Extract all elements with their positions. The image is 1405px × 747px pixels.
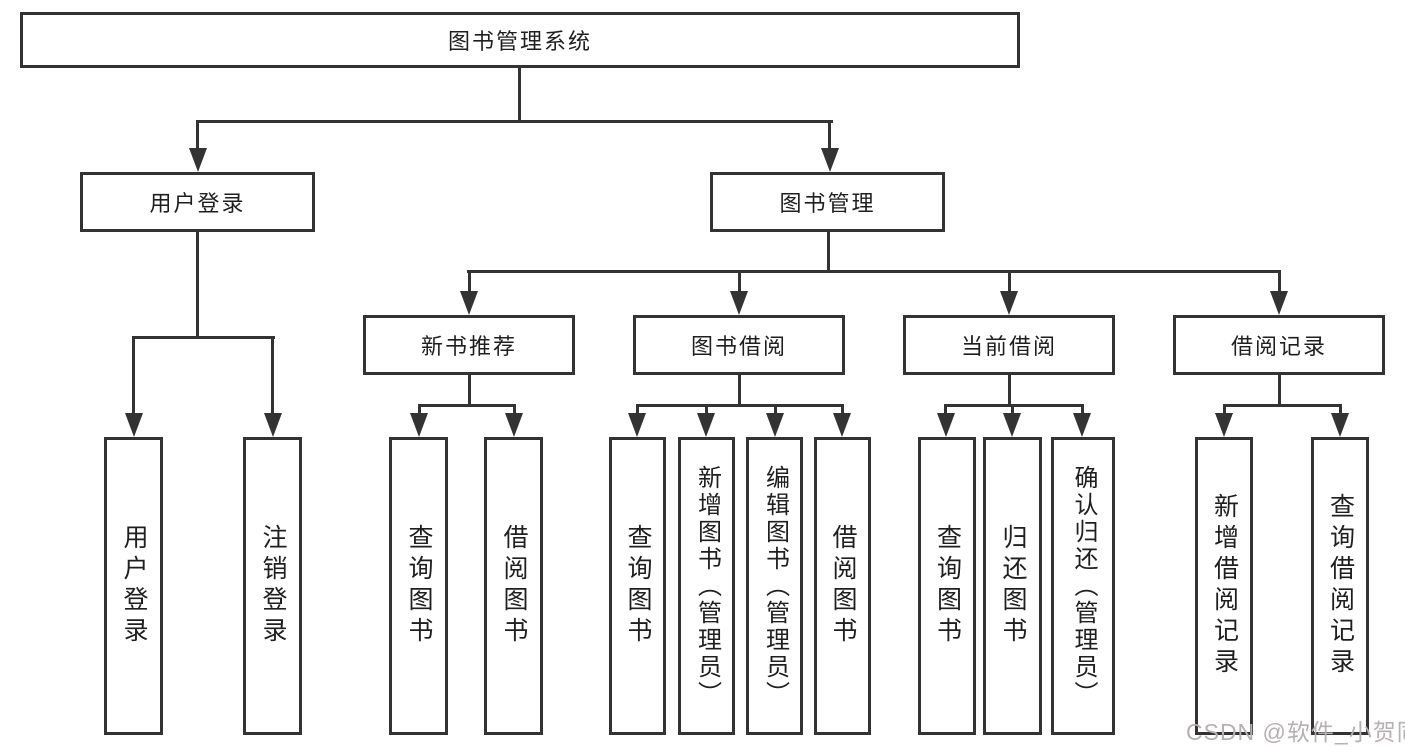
arrowhead-borrow-1 [628, 413, 646, 437]
node-current-borrow-label: 当前借阅 [960, 334, 1057, 359]
leaf-borrow-edit-books-admin-label: 编辑图书（管理员） [761, 464, 789, 708]
connector-current-stem [1008, 375, 1011, 407]
arrowhead-recommend [460, 291, 478, 315]
connector-drop-records-1 [1223, 404, 1226, 416]
connector-drop-recommend [468, 270, 471, 294]
connector-user-login-stem [196, 232, 199, 338]
connector-borrow-stem [738, 375, 741, 407]
leaf-recommend-borrow-books: 借阅图书 [484, 437, 543, 735]
connector-level3-rail [467, 270, 1281, 273]
leaf-borrow-borrow-books-label: 借阅图书 [829, 524, 857, 648]
leaf-current-query-books-label: 查询图书 [933, 524, 962, 648]
leaf-records-query-record: 查询借阅记录 [1311, 437, 1369, 735]
leaf-current-confirm-return-admin: 确认归还（管理员） [1051, 437, 1115, 735]
arrowhead-login-2 [264, 413, 282, 437]
node-user-login-label: 用户登录 [149, 191, 246, 216]
leaf-current-confirm-return-admin-label: 确认归还（管理员） [1070, 464, 1097, 708]
leaf-user-login-label: 用户登录 [120, 524, 148, 648]
connector-drop-current-2 [1011, 404, 1014, 416]
csdn-watermark: CSDN @软件_小贺同学 [1186, 719, 1405, 745]
arrowhead-records [1270, 291, 1288, 315]
connector-borrow-rail [636, 404, 844, 407]
connector-drop-borrow-3 [774, 404, 777, 416]
node-user-login: 用户登录 [80, 172, 315, 232]
leaf-records-add-record: 新增借阅记录 [1195, 437, 1253, 735]
leaf-user-login: 用户登录 [104, 437, 163, 735]
leaf-recommend-query-books: 查询图书 [389, 437, 448, 735]
leaf-current-return-books: 归还图书 [983, 437, 1042, 735]
leaf-logout-label: 注销登录 [259, 524, 287, 648]
node-root-label: 图书管理系统 [447, 29, 592, 54]
connector-drop-login-2 [271, 336, 274, 414]
arrowhead-user-login [189, 148, 207, 172]
connector-drop-login-1 [132, 336, 135, 414]
arrowhead-current-2 [1003, 413, 1021, 437]
node-book-mgmt-label: 图书管理 [779, 191, 876, 216]
connector-drop-records [1278, 270, 1281, 294]
connector-drop-borrow [738, 270, 741, 294]
arrowhead-records-1 [1215, 413, 1233, 437]
connector-book-mgmt-stem [827, 232, 830, 272]
connector-drop-records-2 [1339, 404, 1342, 416]
connector-root-stem [518, 68, 521, 122]
leaf-borrow-borrow-books: 借阅图书 [814, 437, 871, 735]
connector-drop-current-3 [1081, 404, 1084, 416]
connector-drop-user-login [196, 120, 199, 152]
node-book-mgmt: 图书管理 [710, 172, 945, 232]
leaf-records-add-record-label: 新增借阅记录 [1210, 493, 1239, 679]
leaf-borrow-query-books: 查询图书 [609, 437, 666, 735]
node-root-library-system: 图书管理系统 [20, 12, 1020, 68]
node-new-book-recommend-label: 新书推荐 [420, 334, 517, 359]
connector-drop-recommend-2 [513, 404, 516, 416]
node-borrow-records: 借阅记录 [1173, 315, 1385, 375]
arrowhead-current-3 [1073, 413, 1091, 437]
arrowhead-recommend-1 [410, 413, 428, 437]
connector-drop-borrow-1 [636, 404, 639, 416]
arrowhead-login-1 [125, 413, 143, 437]
connector-drop-recommend-1 [418, 404, 421, 416]
node-book-borrow: 图书借阅 [633, 315, 845, 375]
arrowhead-recommend-2 [505, 413, 523, 437]
arrowhead-book-mgmt [821, 148, 839, 172]
arrowhead-current [1000, 291, 1018, 315]
leaf-borrow-edit-books-admin: 编辑图书（管理员） [746, 437, 803, 735]
node-current-borrow: 当前借阅 [903, 315, 1115, 375]
leaf-records-query-record-label: 查询借阅记录 [1326, 493, 1355, 679]
leaf-current-return-books-label: 归还图书 [999, 524, 1027, 648]
leaf-recommend-borrow-books-label: 借阅图书 [500, 524, 528, 648]
node-book-borrow-label: 图书借阅 [690, 334, 787, 359]
leaf-recommend-query-books-label: 查询图书 [405, 524, 433, 648]
connector-login-rail [132, 336, 275, 339]
leaf-logout: 注销登录 [243, 437, 302, 735]
arrowhead-borrow-4 [833, 413, 851, 437]
connector-current-rail [944, 404, 1084, 407]
connector-records-rail [1223, 404, 1342, 407]
connector-drop-book-mgmt [828, 120, 831, 152]
arrowhead-borrow [730, 291, 748, 315]
connector-drop-borrow-4 [841, 404, 844, 416]
node-borrow-records-label: 借阅记录 [1230, 334, 1327, 359]
connector-drop-borrow-2 [705, 404, 708, 416]
connector-drop-current [1008, 270, 1011, 294]
connector-records-stem [1278, 375, 1281, 407]
connector-recommend-stem [468, 375, 471, 407]
connector-recommend-rail [418, 404, 516, 407]
connector-level2-rail [196, 120, 833, 123]
arrowhead-borrow-3 [766, 413, 784, 437]
leaf-borrow-add-books-admin: 新增图书（管理员） [678, 437, 735, 735]
node-new-book-recommend: 新书推荐 [363, 315, 575, 375]
arrowhead-current-1 [937, 413, 955, 437]
leaf-borrow-query-books-label: 查询图书 [624, 524, 652, 648]
leaf-borrow-add-books-admin-label: 新增图书（管理员） [693, 464, 721, 708]
arrowhead-records-2 [1331, 413, 1349, 437]
arrowhead-borrow-2 [697, 413, 715, 437]
leaf-current-query-books: 查询图书 [918, 437, 976, 735]
connector-drop-current-1 [944, 404, 947, 416]
